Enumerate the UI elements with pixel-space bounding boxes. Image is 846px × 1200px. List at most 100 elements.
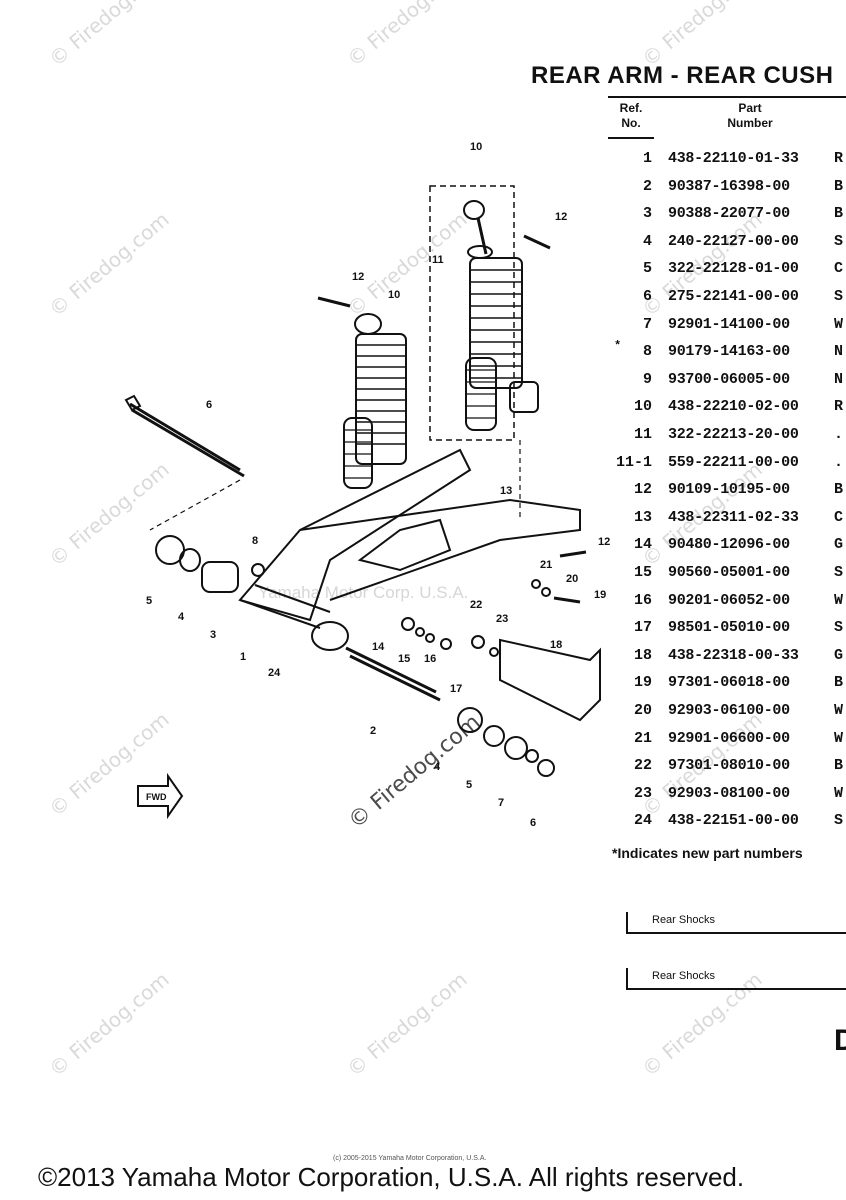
row-ref: 15 [633, 564, 652, 581]
row-part-number: 322-22213-20-00 [668, 426, 799, 443]
small-copyright: (c) 2005-2015 Yamaha Motor Corporation, … [333, 1155, 487, 1162]
row-part-number: 559-22211-00-00 [668, 453, 799, 471]
row-desc: S [834, 564, 844, 581]
row-desc: B [834, 177, 844, 195]
column-header-part-number: Part Number [727, 101, 773, 130]
callout-label: 12 [598, 536, 610, 548]
row-part-number: 90560-05001-00 [668, 564, 790, 581]
row-ref: 16 [633, 591, 652, 609]
row-ref: 17 [633, 619, 652, 637]
row-desc: W [834, 315, 844, 333]
table-row: 14 90480-12096-00 G [608, 536, 846, 560]
row-desc: . [834, 426, 844, 443]
row-desc: C [834, 260, 844, 278]
row-part-number: 90480-12096-00 [668, 536, 790, 554]
callout-label: 8 [252, 535, 258, 547]
page-title: REAR ARM - REAR CUSH [531, 62, 834, 89]
note-box: Rear Shocks [626, 968, 846, 990]
row-desc: B [834, 757, 844, 775]
row-ref: 18 [633, 646, 652, 664]
row-ref: 10 [633, 398, 652, 416]
row-desc: S [834, 812, 844, 830]
row-part-number: 438-22151-00-00 [668, 812, 799, 830]
callout-label: 5 [466, 779, 472, 791]
row-ref: 4 [642, 232, 652, 250]
row-desc: B [834, 205, 844, 223]
row-ref: 21 [633, 729, 652, 747]
row-part-number: 92901-14100-00 [668, 315, 790, 333]
callout-label: 6 [206, 399, 212, 411]
row-desc: R [834, 398, 844, 416]
callout-label: 18 [550, 639, 562, 651]
table-row: 21 92901-06600-00 W [608, 730, 846, 754]
callout-label: 4 [178, 611, 185, 623]
callout-label: 17 [450, 683, 462, 695]
callout-label: 13 [500, 485, 512, 497]
row-part-number: 90201-06052-00 [668, 591, 790, 609]
callout-label: 1 [240, 651, 246, 663]
row-desc: G [834, 536, 844, 554]
callout-label: 7 [498, 797, 504, 809]
row-part-number: 275-22141-00-00 [668, 288, 799, 305]
callout-label: 22 [470, 599, 482, 611]
row-part-number: 438-22311-02-33 [668, 508, 799, 526]
row-ref: 20 [633, 702, 652, 719]
table-row: 15 90560-05001-00 S [608, 564, 846, 588]
row-part-number: 98501-05010-00 [668, 619, 790, 637]
footnote: *Indicates new part numbers [612, 845, 803, 861]
row-ref: 9 [642, 370, 652, 388]
row-part-number: 322-22128-01-00 [668, 260, 799, 278]
diagram-callouts: 10 12 11 12 10 6 13 8 12 21 20 19 5 4 3 … [146, 141, 610, 829]
header-rule [608, 96, 846, 98]
row-desc: . [834, 453, 844, 471]
callout-label: 14 [372, 641, 385, 653]
row-part-number: 92903-08100-00 [668, 784, 790, 802]
callout-label: 24 [268, 667, 281, 679]
row-part-number: 90387-16398-00 [668, 177, 790, 195]
row-part-number: 438-22110-01-33 [668, 150, 799, 167]
row-part-number: 92901-06600-00 [668, 729, 790, 747]
copyright-notice: ©2013 Yamaha Motor Corporation, U.S.A. A… [38, 1162, 745, 1192]
row-ref: 3 [642, 205, 652, 223]
callout-label: 11 [432, 254, 444, 266]
callout-label: 12 [352, 271, 364, 283]
row-ref: 13 [633, 508, 652, 526]
row-desc: B [834, 674, 844, 692]
row-ref: 14 [633, 536, 652, 554]
row-ref: 19 [633, 674, 652, 692]
diagram-drawing [124, 185, 601, 820]
callout-label: 15 [398, 653, 410, 665]
header-rule [608, 137, 654, 139]
callout-label: 5 [146, 595, 152, 607]
row-part-number: 240-22127-00-00 [668, 232, 799, 250]
callout-label: 23 [496, 613, 508, 625]
callout-label: 3 [210, 629, 216, 641]
note-label: Rear Shocks [652, 970, 715, 982]
row-part-number: 90109-10195-00 [668, 481, 790, 499]
callout-label: 21 [540, 559, 552, 571]
row-desc: B [834, 481, 844, 499]
row-desc: R [834, 150, 844, 167]
callout-label: 10 [388, 289, 400, 301]
row-desc: N [834, 343, 844, 361]
row-part-number: 90388-22077-00 [668, 205, 790, 223]
row-ref: 2 [642, 177, 652, 195]
row-ref: 5 [642, 260, 652, 278]
row-part-number: 90179-14163-00 [668, 343, 790, 361]
row-desc: W [834, 729, 844, 747]
row-ref: 23 [633, 784, 652, 802]
table-row: 5 322-22128-01-00 C [608, 260, 846, 284]
callout-label: 2 [370, 725, 376, 737]
row-desc: C [834, 508, 844, 526]
